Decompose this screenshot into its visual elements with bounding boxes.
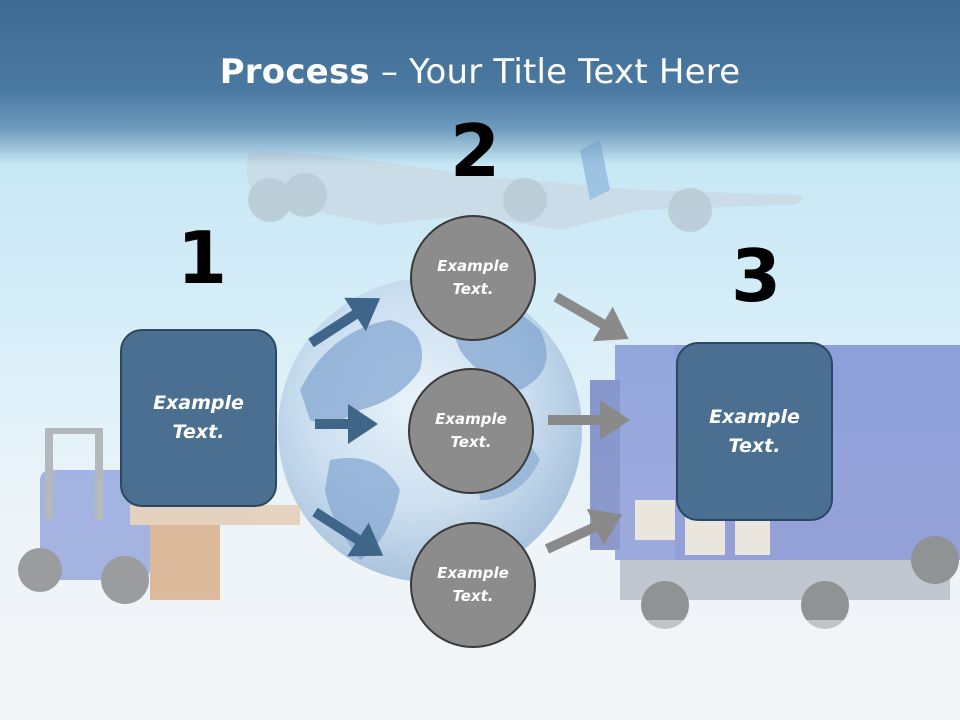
arrow-left-to-bottom [312, 507, 384, 557]
arrow-left-to-top [308, 297, 381, 348]
step-number-2: 2 [450, 109, 501, 193]
circle-middle-text: Example Text. [435, 408, 507, 454]
circle-middle-line-2: Text. [450, 433, 492, 451]
step-3-line-2: Text. [728, 434, 781, 457]
step-1-line-2: Text. [172, 421, 225, 443]
airplane-icon [246, 140, 804, 232]
circle-bottom-line-1: Example [437, 564, 509, 582]
step-1-text: Example Text. [153, 389, 244, 447]
step-1-box[interactable]: Example Text. [120, 329, 277, 507]
step-2-circle-bottom[interactable]: Example Text. [410, 522, 536, 648]
arrow-top-to-right [553, 292, 629, 342]
title-rest: – Your Title Text Here [369, 52, 741, 92]
step-2-circle-top[interactable]: Example Text. [410, 215, 536, 341]
circle-bottom-line-2: Text. [452, 587, 494, 605]
circle-top-line-2: Text. [452, 280, 494, 298]
header-bar [0, 0, 960, 165]
step-3-text: Example Text. [709, 403, 800, 461]
step-number-1: 1 [177, 216, 228, 300]
forklift-icon [18, 428, 300, 604]
step-1-line-1: Example [153, 392, 244, 414]
step-3-line-1: Example [709, 405, 800, 428]
arrow-bottom-to-right [544, 508, 623, 554]
step-number-3: 3 [731, 234, 782, 318]
slide-title: Process – Your Title Text Here [0, 52, 960, 92]
circle-top-line-1: Example [437, 257, 509, 275]
step-2-circle-middle[interactable]: Example Text. [408, 368, 534, 494]
step-3-box[interactable]: Example Text. [676, 342, 833, 521]
title-bold: Process [219, 52, 370, 92]
circle-middle-line-1: Example [435, 410, 507, 428]
circle-top-text: Example Text. [437, 255, 509, 301]
circle-bottom-text: Example Text. [437, 562, 509, 608]
